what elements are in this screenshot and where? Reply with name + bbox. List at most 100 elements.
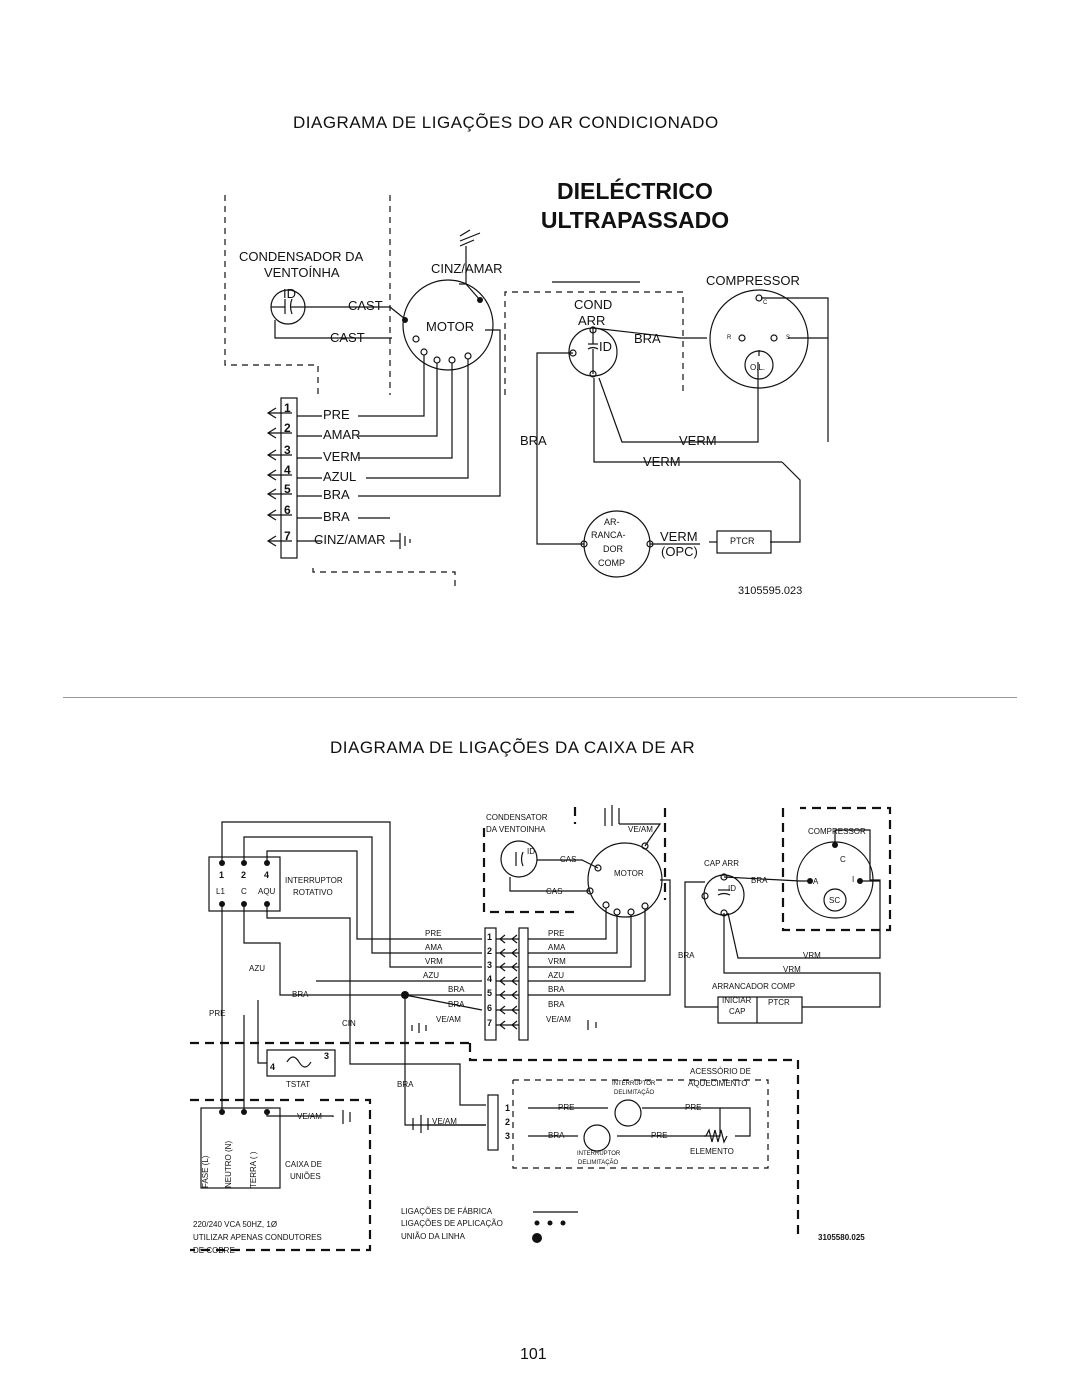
comp-i-label: I	[852, 875, 855, 884]
verm-opc-label: VERM	[660, 529, 698, 544]
fan-id-label: ID	[283, 286, 296, 301]
rotativo-label: ROTATIVO	[293, 888, 333, 897]
s2-terminal-number: 7	[487, 1018, 493, 1028]
s2-terminal-right-label: AZU	[548, 971, 564, 980]
code-label-1: 3105595.023	[738, 585, 803, 597]
pre-h3-label: PRE	[651, 1131, 668, 1140]
cond-label: COND	[574, 297, 613, 312]
verm-label-1: VERM	[679, 433, 717, 448]
switch-aqu-label: AQU	[258, 887, 276, 896]
s1-wire-label: AMAR	[323, 427, 361, 442]
cas-label-2: CAS	[546, 887, 563, 896]
s2-terminal-right-label: BRA	[548, 985, 565, 994]
bra-h-label: BRA	[548, 1131, 565, 1140]
s2-terminal-number: 1	[487, 932, 493, 942]
ve-am-lower-label: VE/AM	[432, 1117, 457, 1126]
code-label-2: 3105580.025	[818, 1233, 865, 1242]
cond-id-label: ID	[599, 339, 612, 354]
comp-a-label: A	[813, 877, 819, 886]
s1-terminal-number: 6	[284, 503, 291, 517]
section-divider	[63, 697, 1017, 698]
s1-terminal-arrow	[266, 427, 277, 439]
arr-label: ARR	[578, 313, 606, 328]
comp-sc-label: SC	[829, 896, 841, 905]
s2-terminal-number: 3	[487, 960, 493, 970]
terra-label: TERRA ( )	[249, 1151, 258, 1188]
ptcr-label-2: PTCR	[768, 998, 790, 1007]
tstat-label: TSTAT	[286, 1080, 311, 1089]
legend-line-union: UNIÃO DA LINHA	[401, 1232, 466, 1241]
compressor-label: COMPRESSOR	[706, 273, 800, 288]
s2-terminal-left-label: VRM	[425, 957, 443, 966]
aquecimento-label: AQUECIMENTO	[688, 1079, 748, 1088]
s2-terminal-left-label: BRA	[448, 1000, 465, 1009]
delimitacao-2: DELIMITAÇÃO	[578, 1160, 619, 1166]
iniciar-label: INICIAR	[722, 996, 752, 1005]
bra-comp-label: BRA	[634, 331, 661, 346]
motor-label-2: MOTOR	[614, 869, 644, 878]
heater-1-label: 1	[505, 1103, 511, 1113]
opc-label: (OPC)	[661, 544, 698, 559]
s1-terminal-number: 7	[284, 529, 291, 543]
switch-l1-label: L1	[216, 887, 225, 896]
switch-1-label: 1	[219, 870, 225, 880]
s2-terminal-right-label: VE/AM	[546, 1015, 571, 1024]
s1-terminal-number: 3	[284, 443, 291, 457]
compressor-label-2: COMPRESSOR	[808, 827, 866, 836]
heater-2-label: 2	[505, 1117, 511, 1127]
interruptor-delim-1: INTERRUPTOR	[612, 1081, 656, 1087]
fase-label: FASE (L)	[201, 1155, 210, 1188]
cast-label-2: CAST	[330, 330, 365, 345]
s1-terminal-arrow	[266, 449, 277, 461]
s1-wire-label: PRE	[323, 407, 350, 422]
pre-h1-label: PRE	[558, 1103, 575, 1112]
cap-id-label: ID	[728, 884, 736, 893]
s2-terminal-left-label: VE/AM	[436, 1015, 461, 1024]
acessorio-label: ACESSÓRIO DE	[690, 1067, 751, 1076]
ve-am-top-label: VE/AM	[628, 825, 653, 834]
s2-terminal-number: 2	[487, 946, 493, 956]
s1-terminal-arrow	[266, 407, 277, 419]
verm-label-2: VERM	[643, 454, 681, 469]
s1-terminal-number: 1	[284, 401, 291, 415]
stamp-line-2: ULTRAPASSADO	[540, 207, 730, 233]
comp-c-label-2: C	[840, 855, 846, 864]
section2-title: DIAGRAMA DE LIGAÇÕES DA CAIXA DE AR	[330, 738, 696, 757]
delimitacao-1: DELIMITAÇÃO	[614, 1090, 655, 1096]
neutro-label: NEUTRO (N)	[224, 1140, 233, 1188]
condensador-label: CONDENSADOR DA	[239, 249, 364, 264]
s2-terminal-left-label: AZU	[423, 971, 439, 980]
da-ventoinha-label: DA VENTOINHA	[486, 825, 546, 834]
s1-terminal-arrow	[266, 509, 277, 521]
unioes-label: UNIÕES	[290, 1172, 321, 1181]
power-line-1: 220/240 VCA 50HZ, 1Ø	[193, 1220, 278, 1229]
cas-label-1: CAS	[560, 855, 577, 864]
bra-left-label: BRA	[292, 990, 309, 999]
comp-s-label: S	[786, 335, 791, 341]
bra-cap-label: BRA	[751, 876, 768, 885]
bra-lower-label: BRA	[397, 1080, 414, 1089]
heater-3-label: 3	[505, 1131, 511, 1141]
comp-c-label: C	[763, 300, 768, 306]
s2-terminal-left-label: AMA	[425, 943, 443, 952]
s2-terminal-number: 6	[487, 1003, 493, 1013]
section1-title: DIAGRAMA DE LIGAÇÕES DO AR CONDICIONADO	[293, 113, 719, 132]
s1-wire-label: BRA	[323, 487, 350, 502]
cap-label: CAP	[729, 1007, 746, 1016]
s1-terminal-number: 2	[284, 421, 291, 435]
ar-line-2: RANCA-	[591, 530, 626, 540]
s1-terminal-arrow	[266, 488, 277, 500]
s1-terminal-arrow	[266, 469, 277, 481]
ptcr-label: PTCR	[730, 536, 755, 546]
s1-wire-label: AZUL	[323, 469, 357, 484]
s2-terminal-left-label: PRE	[425, 929, 442, 938]
s1-terminal-number: 5	[284, 482, 291, 496]
bra-right-label: BRA	[678, 951, 695, 960]
s1-wire-label: VERM	[323, 449, 361, 464]
s2-terminal-right-label: AMA	[548, 943, 566, 952]
vrm-label-1: VRM	[803, 951, 821, 960]
cin-label: CIN	[342, 1019, 356, 1028]
s1-terminal-arrow	[266, 535, 277, 547]
power-line-3: DE COBRE	[193, 1246, 235, 1255]
